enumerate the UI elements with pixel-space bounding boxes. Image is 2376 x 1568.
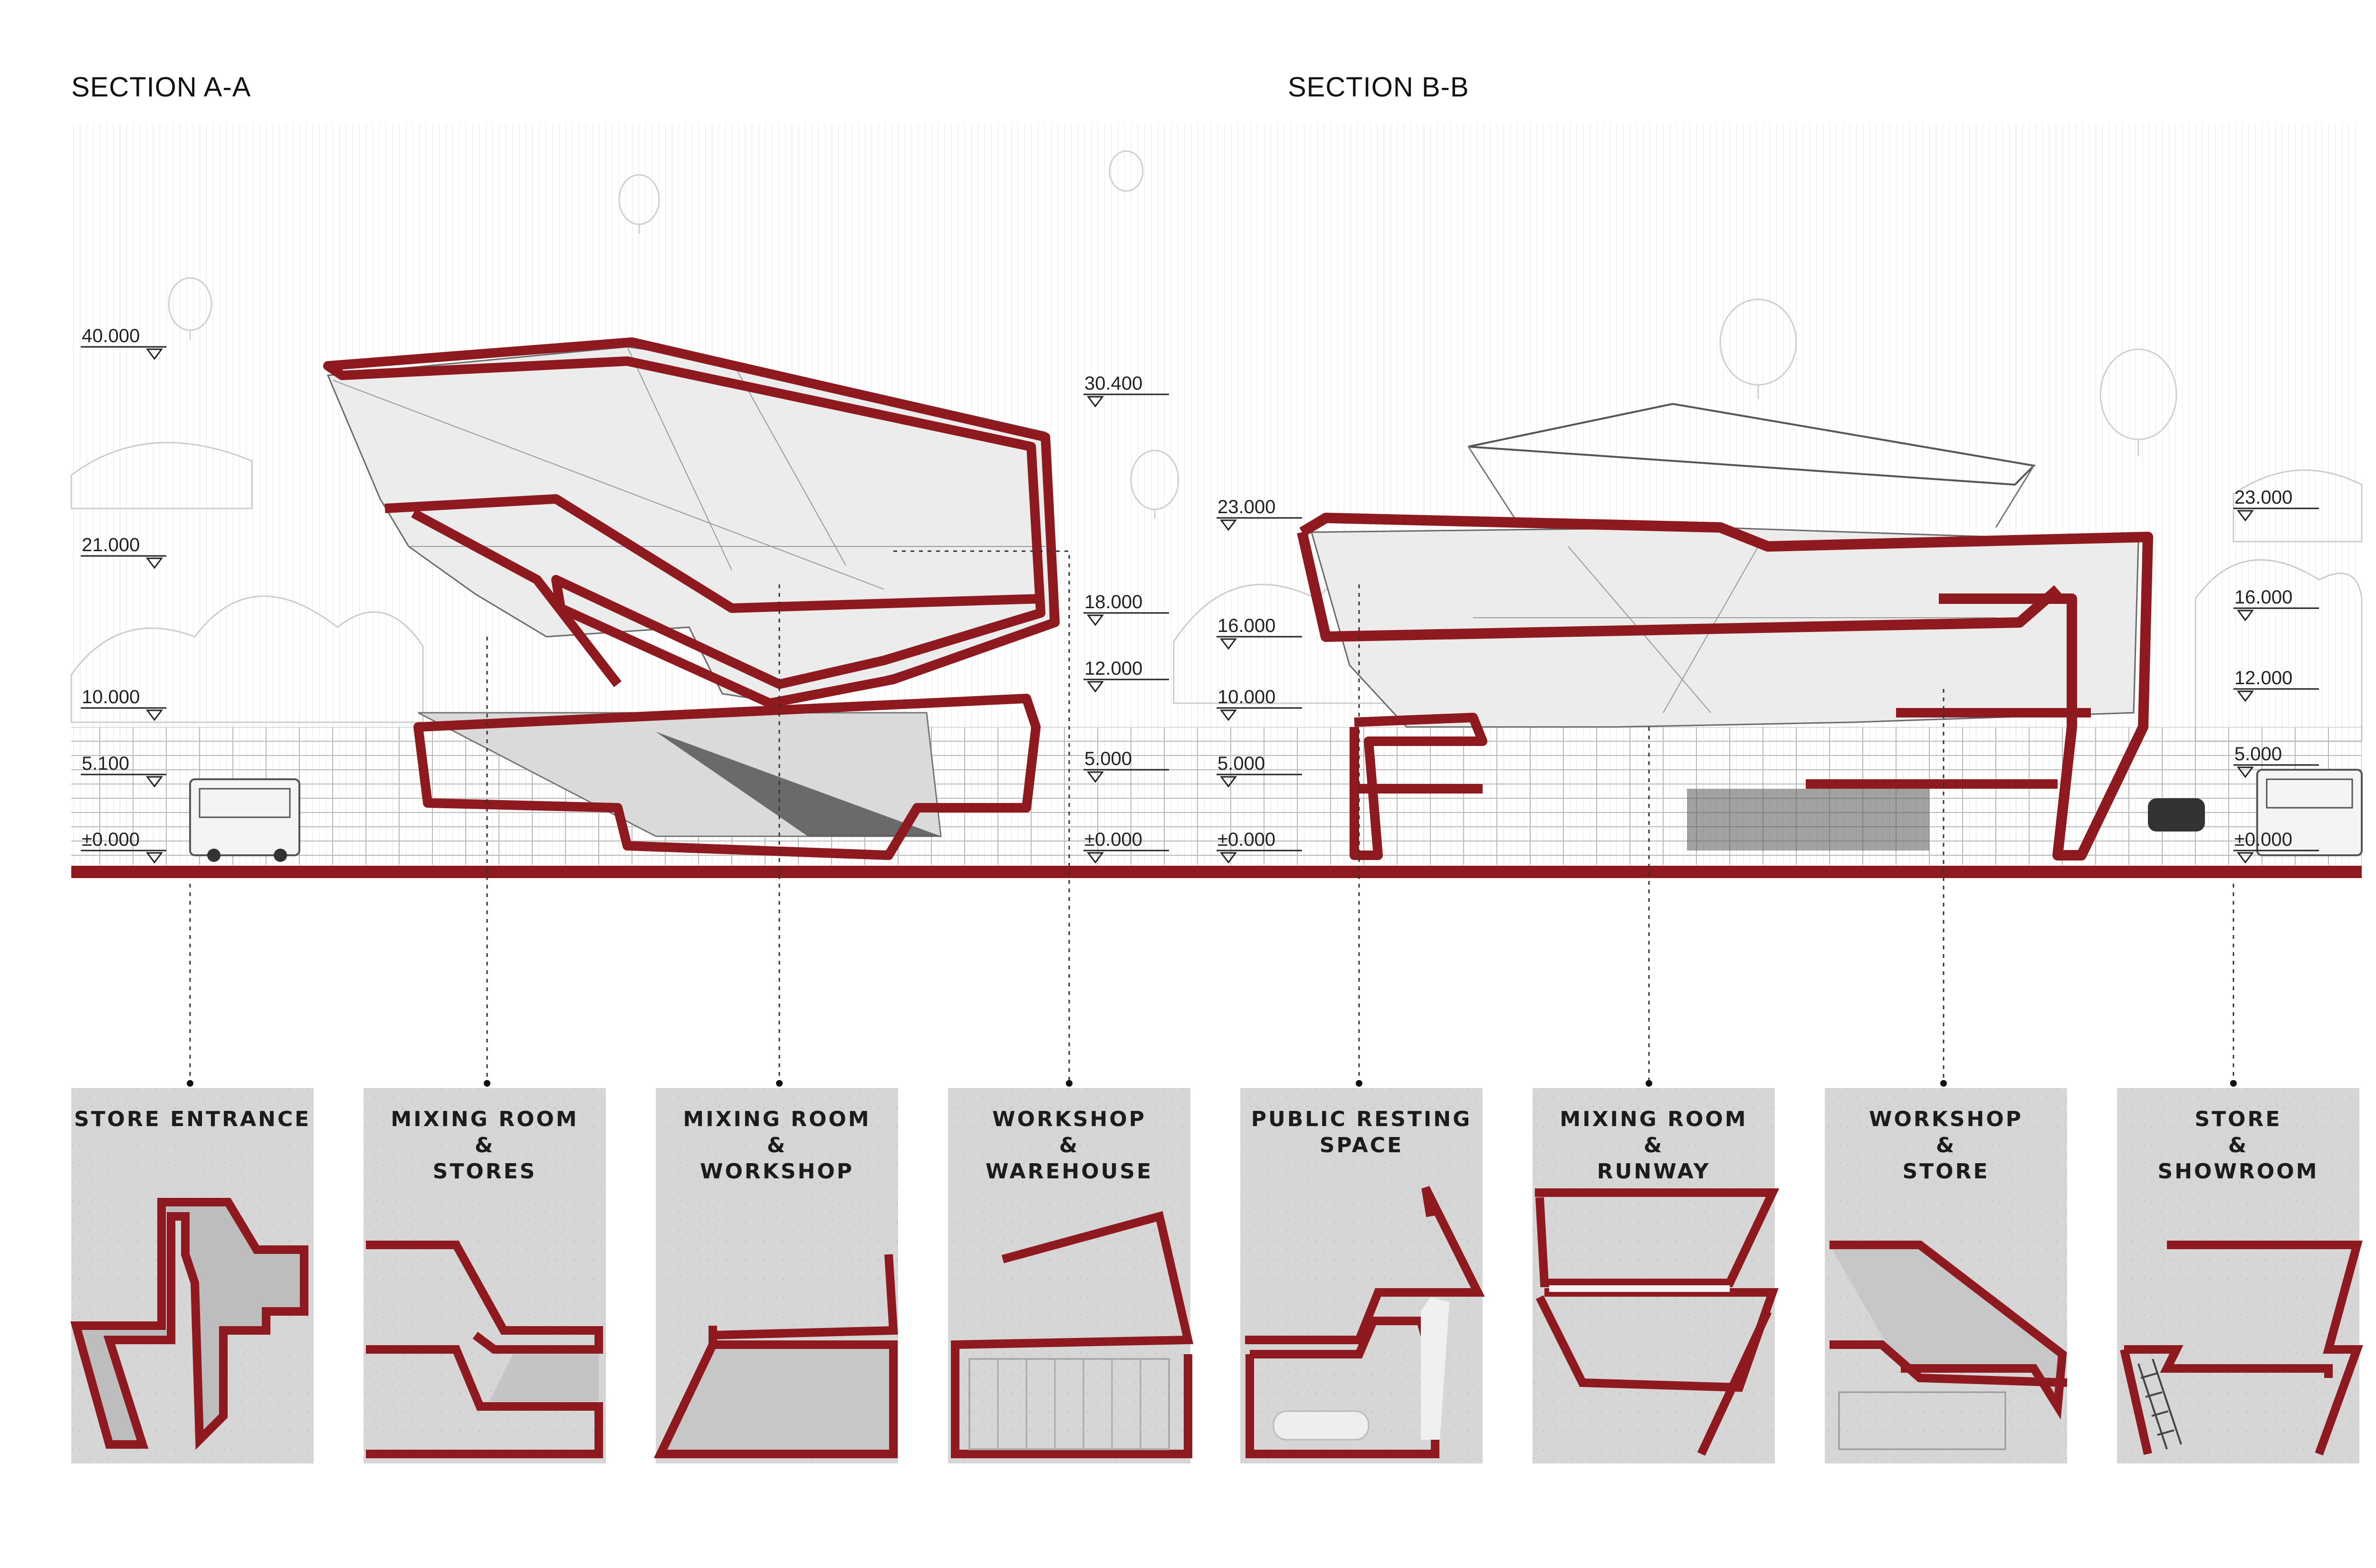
level-label: 5.000 (2234, 744, 2282, 765)
vignette-title: STORE ENTRANCE (74, 1107, 311, 1131)
vignette-title: & (1059, 1133, 1079, 1157)
vignette-title: WORKSHOP (1869, 1107, 2023, 1131)
level-label: ±0.000 (1217, 829, 1275, 850)
building-b (1297, 402, 2363, 860)
level-markers (81, 346, 2319, 864)
vignette-title: & (767, 1133, 787, 1157)
vignette-workshop-warehouse: WORKSHOP & WAREHOUSE (948, 1088, 1194, 1463)
cloud-outlines (70, 441, 2363, 742)
warehouse-shelves (968, 1358, 1170, 1450)
leader-dots (187, 1080, 2237, 1087)
statue-icon (1421, 1297, 1449, 1440)
level-labels-a-right: 30.400 18.000 12.000 5.000 ±0.000 (1084, 373, 1142, 850)
vignette-mixing-workshop: MIXING ROOM & WORKSHOP (653, 1088, 898, 1463)
level-label: ±0.000 (1084, 829, 1142, 850)
vignette-workshop-store: WORKSHOP & STORE (1825, 1088, 2068, 1463)
vignette-title: & (475, 1133, 495, 1157)
level-label: 16.000 (2234, 587, 2292, 608)
runway-icon (1549, 1285, 1730, 1292)
vignette-title: MIXING ROOM (1560, 1107, 1747, 1131)
level-label: 5.100 (82, 753, 129, 774)
level-labels-a-left: 40.000 21.000 10.000 5.100 ±0.000 (82, 325, 140, 850)
level-label: ±0.000 (2234, 829, 2292, 850)
level-label: 23.000 (2234, 487, 2292, 508)
vignette-public-resting: PUBLIC RESTING SPACE (1240, 1088, 1485, 1463)
vignette-title: & (1644, 1133, 1664, 1157)
balloon-icons (168, 150, 2177, 519)
bus-icon-b (2256, 769, 2363, 856)
vignette-title: MIXING ROOM (391, 1107, 578, 1131)
section-a-title: SECTION A-A (71, 72, 251, 103)
vignette-title: WORKSHOP (992, 1107, 1146, 1131)
vignette-title: WORKSHOP (700, 1159, 854, 1184)
level-label: 12.000 (1084, 658, 1142, 679)
level-labels-b-left: 23.000 16.000 10.000 5.000 ±0.000 (1217, 497, 1275, 850)
vignette-title: & (2228, 1133, 2248, 1157)
vignette-title: SPACE (1320, 1133, 1403, 1157)
vignette-title: STORE (1902, 1159, 1989, 1184)
vignette-title: MIXING ROOM (683, 1107, 871, 1131)
level-label: 5.000 (1217, 753, 1265, 774)
level-labels-b-right: 23.000 16.000 12.000 5.000 ±0.000 (2234, 487, 2292, 850)
leader-lines (189, 550, 2234, 1083)
vignette-title: SHOWROOM (2158, 1159, 2319, 1184)
level-label: 5.000 (1084, 748, 1132, 769)
vignette-title: WAREHOUSE (986, 1159, 1153, 1184)
vignette-store-entrance: STORE ENTRANCE (70, 1088, 314, 1463)
level-label: 40.000 (82, 325, 140, 346)
level-label: 10.000 (82, 687, 140, 708)
vignette-title: RUNWAY (1597, 1159, 1711, 1184)
vignette-store-showroom: STORE & SHOWROOM (2117, 1088, 2363, 1463)
level-label: 23.000 (1217, 497, 1275, 517)
section-b-title: SECTION B-B (1288, 72, 1469, 103)
car-icon (2148, 798, 2205, 832)
lockers (1838, 1391, 2006, 1450)
level-label: 21.000 (82, 535, 140, 555)
level-label: 12.000 (2234, 668, 2292, 688)
level-label: 18.000 (1084, 592, 1142, 612)
sofa-icon (1273, 1410, 1370, 1441)
plaza-grid (71, 727, 2362, 865)
level-label: 30.400 (1084, 373, 1142, 394)
vignette-title: STORES (433, 1159, 537, 1184)
vignette-mixing-runway: MIXING ROOM & RUNWAY (1533, 1088, 1780, 1463)
vignette-title: PUBLIC RESTING (1251, 1107, 1472, 1131)
building-a (189, 337, 1060, 862)
level-label: 16.000 (1217, 615, 1275, 636)
vignette-title: STORE (2194, 1107, 2281, 1131)
level-label: 10.000 (1217, 687, 1275, 708)
ground-line (71, 866, 2362, 878)
ladder-icon (2137, 1358, 2182, 1450)
vignette-mixing-stores: MIXING ROOM & STORES (364, 1088, 606, 1463)
vignette-title: & (1936, 1133, 1956, 1157)
level-label: ±0.000 (82, 829, 140, 850)
